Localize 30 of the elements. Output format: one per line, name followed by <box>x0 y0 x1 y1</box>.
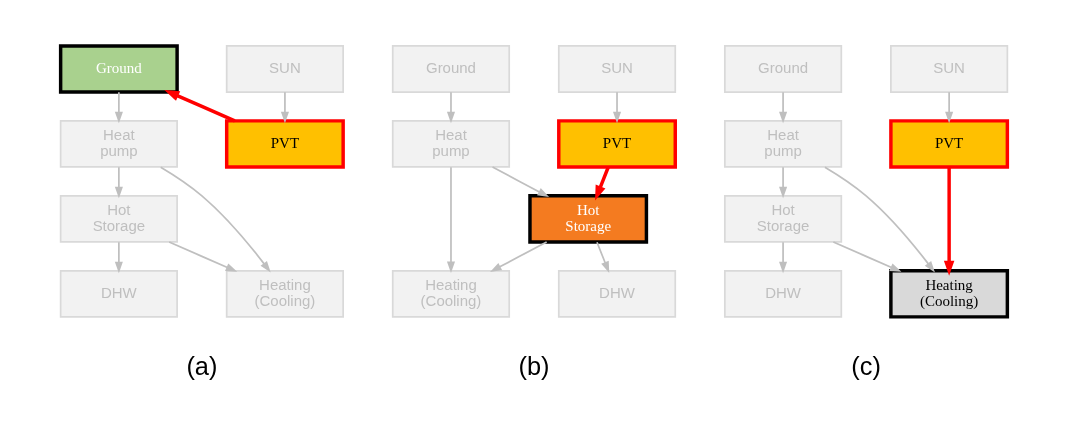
arrow <box>824 166 935 273</box>
arrow <box>779 91 788 124</box>
arrow <box>491 166 550 198</box>
arrow <box>280 91 289 124</box>
arrow <box>779 241 788 274</box>
node-box: PVT <box>557 119 677 169</box>
arrow <box>114 166 123 199</box>
arrow <box>114 91 123 124</box>
arrow <box>596 241 610 274</box>
label: (b) <box>518 352 550 381</box>
label: (a) <box>186 352 218 381</box>
arrow <box>613 91 622 124</box>
label: (c) <box>851 352 881 381</box>
arrow <box>446 166 455 274</box>
arrow <box>159 166 271 273</box>
node-box: PVT <box>889 119 1010 169</box>
node-box: Ground <box>58 44 179 94</box>
arrow <box>168 241 238 272</box>
arrow <box>114 241 123 274</box>
arrow <box>446 91 455 124</box>
node-box: Hot Storage <box>528 194 649 244</box>
arrow <box>490 241 548 272</box>
arrow <box>832 241 902 272</box>
arrow <box>595 166 610 201</box>
arrow <box>945 91 954 124</box>
node-box: Heating (Cooling) <box>889 269 1010 319</box>
arrow <box>164 90 236 123</box>
arrow <box>943 167 955 276</box>
node-box: PVT <box>224 119 345 169</box>
arrow <box>779 166 788 199</box>
